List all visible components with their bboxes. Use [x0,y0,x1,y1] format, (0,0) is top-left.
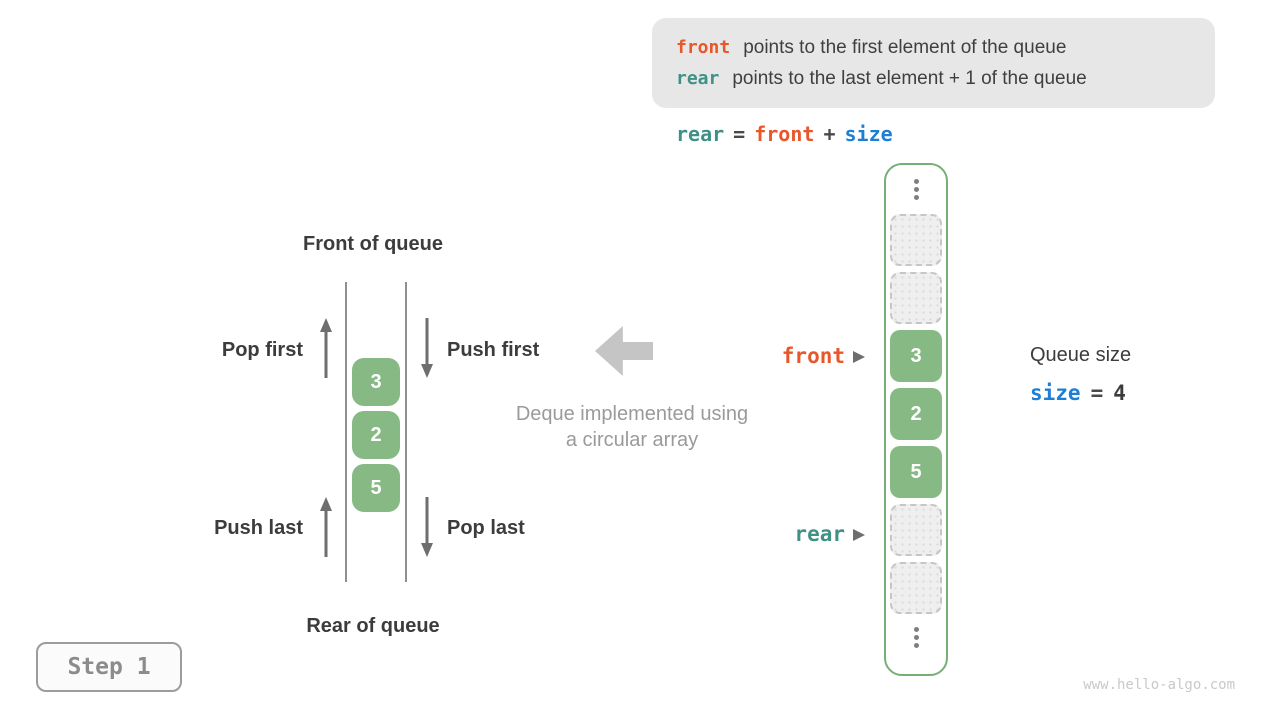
formula-plus: + [823,122,836,146]
queue-cell: 2 [352,411,400,459]
legend-line-rear: rear points to the last element + 1 of t… [676,68,1215,90]
watermark: www.hello-algo.com [1083,677,1235,693]
size-keyword: size [1030,381,1081,405]
front-pointer-arrow-icon [853,351,865,363]
legend-front-text: points to the first element of the queue [743,36,1067,58]
diagram-caption: Deque implemented using a circular array [482,401,782,453]
pop-last-arrow-icon [421,497,433,557]
ellipsis-top-icon [886,179,946,200]
ellipsis-bottom-icon [886,627,946,648]
pop-first-arrow-icon [320,318,332,378]
queue-size-title: Queue size [1030,344,1132,366]
push-last-arrow-icon [320,497,332,557]
formula-size: size [844,122,893,146]
front-of-queue-label: Front of queue [303,233,443,255]
rear-keyword: rear [676,67,720,89]
array-cell-empty [890,562,942,614]
front-keyword: front [676,36,731,58]
rear-of-queue-label: Rear of queue [306,615,440,637]
caption-line1: Deque implemented using [515,403,749,425]
formula: rear = front + size [676,122,893,146]
caption-line2: a circular array [565,429,699,451]
array-cell-empty [890,504,942,556]
left-block-arrow-icon [595,326,653,376]
formula-front: front [754,122,815,146]
channel-line-left [345,282,347,582]
step-label: Step 1 [67,654,151,680]
size-equals: = [1090,381,1104,405]
queue-size-formula: size = 4 [1030,381,1126,405]
array-cell-value: 2 [890,388,942,440]
front-pointer-label: front [781,344,845,368]
queue-cell: 5 [352,464,400,512]
formula-equals: = [733,122,746,146]
queue-cell: 3 [352,358,400,406]
legend-box: front points to the first element of the… [652,18,1215,108]
push-last-label: Push last [214,517,303,539]
circular-array: 3 2 5 [884,163,948,676]
channel-line-right [405,282,407,582]
step-badge: Step 1 [36,642,182,692]
formula-rear: rear [676,122,725,146]
pop-first-label: Pop first [221,339,303,361]
array-cell-empty [890,272,942,324]
push-first-arrow-icon [421,318,433,378]
legend-rear-text: points to the last element + 1 of the qu… [732,67,1087,89]
pop-last-label: Pop last [447,517,525,539]
array-cell-empty [890,214,942,266]
rear-pointer-arrow-icon [853,529,865,541]
legend-line-front: front points to the first element of the… [676,37,1215,59]
rear-pointer-label: rear [794,522,845,546]
push-first-label: Push first [447,339,540,361]
array-cell-value: 5 [890,446,942,498]
array-cell-value: 3 [890,330,942,382]
size-value: 4 [1113,381,1126,405]
